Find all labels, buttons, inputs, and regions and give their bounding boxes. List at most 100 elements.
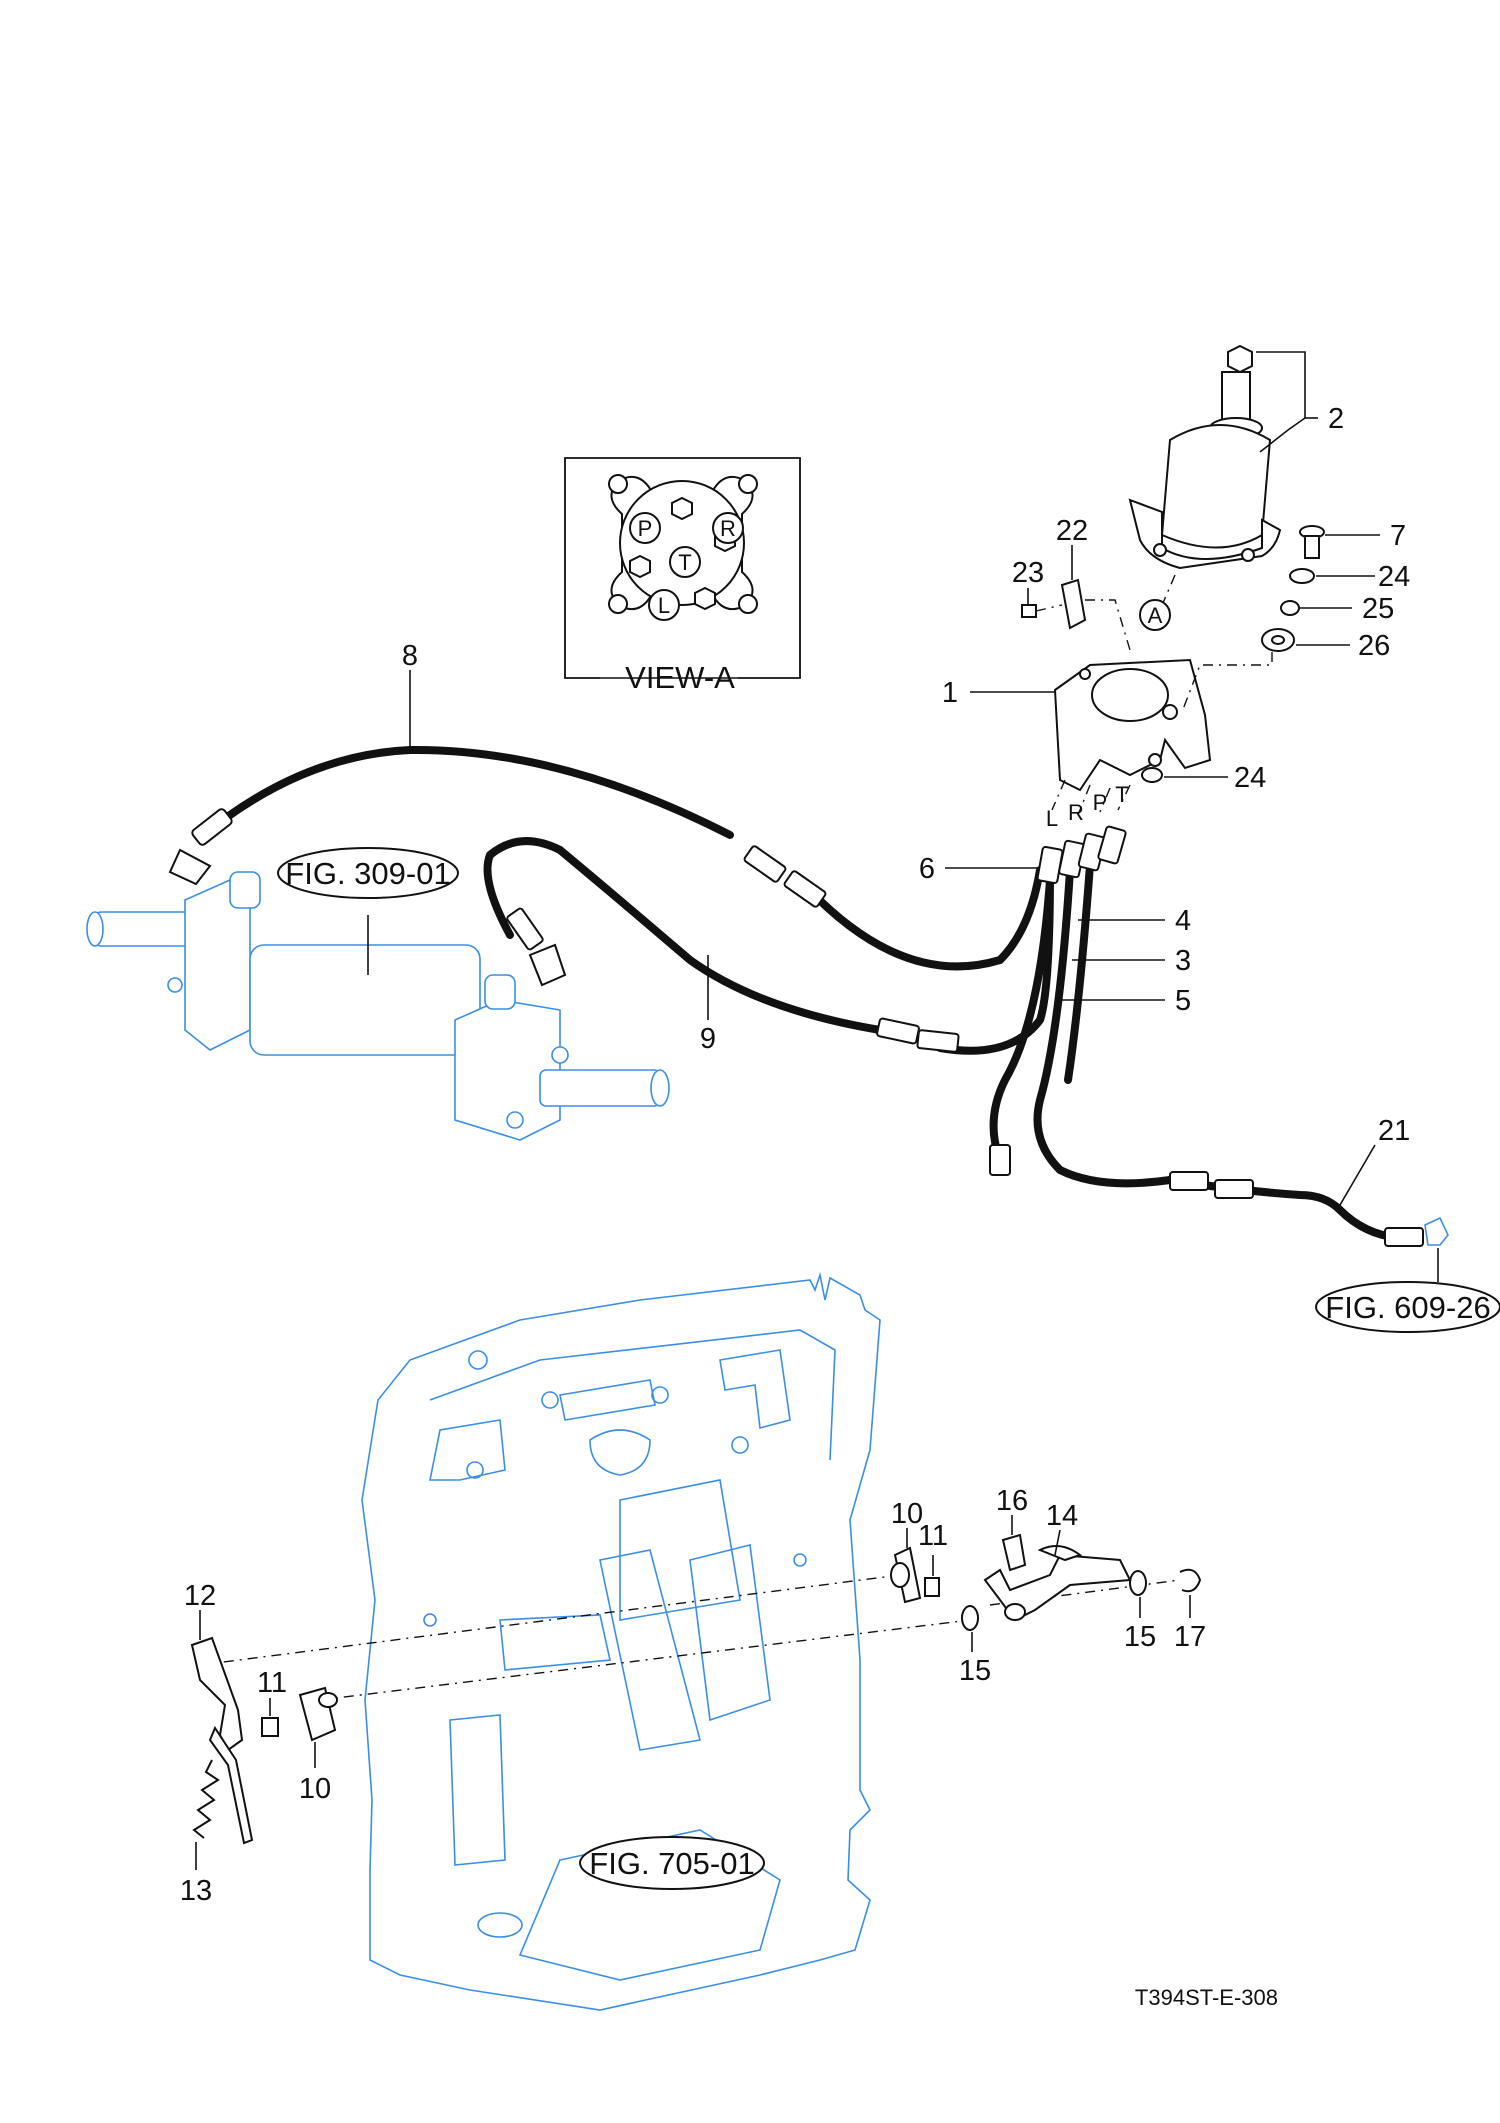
fig-ref-cylinder-oval[interactable] [277, 847, 459, 899]
callout-15-right: 15 [1124, 1621, 1156, 1653]
bracket-boss [318, 1692, 338, 1708]
frame-bolt [466, 1461, 484, 1479]
hex-bolt [671, 496, 693, 521]
fig-ref-return-line[interactable]: FIG. 609-26 [1325, 1290, 1490, 1325]
elbow-fitting [1424, 1216, 1449, 1246]
marker-a-circle [1139, 599, 1171, 631]
fitting [916, 1029, 960, 1053]
fig-ref-frame-oval[interactable] [579, 1836, 765, 1890]
callout-3: 3 [1175, 945, 1191, 977]
flange-hole [1153, 543, 1167, 557]
unit-port-p: P [1093, 790, 1108, 815]
dash-frame: FIG. 705-01 [361, 1271, 881, 2011]
hose-5-line [989, 876, 1054, 1164]
hose-8: 8 [168, 640, 1044, 971]
washer-24-top [1289, 568, 1315, 584]
fitting [783, 870, 827, 908]
flange-bolt-hole [738, 594, 758, 614]
fig-ref-return-oval[interactable] [1315, 1281, 1500, 1333]
callout-7: 7 [1390, 520, 1406, 552]
callout-5: 5 [1175, 985, 1191, 1017]
washer-15-left [961, 1605, 979, 1631]
frame-hole [589, 1429, 651, 1476]
steering-cylinder: FIG. 309-01 [86, 847, 670, 1141]
frame-bottom-hole [477, 1912, 523, 1938]
fitting [876, 1017, 920, 1045]
bolt-11-upper [924, 1577, 940, 1597]
callout-24-top: 24 [1378, 561, 1410, 593]
steering-unit-body [1160, 424, 1272, 549]
hose-9: 9 [483, 837, 1054, 1055]
port-l-label: L [658, 593, 670, 618]
cylinder-lug-left [229, 871, 261, 909]
fig-ref-frame[interactable]: FIG. 705-01 [589, 1846, 754, 1881]
washer-15-right [1129, 1570, 1147, 1596]
port-t-label: T [678, 550, 691, 575]
valve-body-circle [619, 480, 745, 606]
spring-13 [192, 1759, 220, 1839]
arm-hole [1004, 1603, 1026, 1621]
callout-10-upper: 10 [891, 1498, 923, 1530]
bracket-hole [1079, 668, 1091, 680]
fitting [1384, 1227, 1424, 1247]
screw-23 [1021, 604, 1037, 618]
fig-ref-cylinder[interactable]: FIG. 309-01 [285, 856, 450, 891]
pedal-plate-left [599, 1549, 701, 1751]
port-l-circle [648, 589, 680, 621]
drawing-code: T394ST-E-308 [1135, 1985, 1278, 2010]
flange-bolt-hole [738, 474, 758, 494]
hose-21: 21 FIG. 609-26 [1166, 1115, 1500, 1333]
cylinder-bolt [167, 977, 183, 993]
arm-14 [983, 1553, 1132, 1622]
hose-9-line-a [483, 837, 884, 1034]
port-p-circle [629, 512, 661, 544]
callout-25: 25 [1362, 593, 1394, 625]
flange-bolt-hole [608, 474, 628, 494]
hose-8-line-a [196, 745, 734, 842]
plate-22 [1060, 578, 1087, 630]
grommet-hole [1271, 635, 1285, 645]
lever-12-rod [208, 1725, 254, 1845]
callout-11-upper: 11 [918, 1520, 948, 1552]
cylinder-bolt [551, 1046, 569, 1064]
callout-8: 8 [402, 640, 418, 672]
frame-bolt [423, 1613, 437, 1627]
marker-a-label: A [1148, 603, 1163, 628]
fitting [1036, 845, 1064, 885]
pedal-plate-right [689, 1544, 771, 1722]
callout-17: 17 [1174, 1621, 1206, 1653]
rod-end-left [86, 911, 104, 947]
frame-tube [499, 1614, 611, 1671]
frame-bolt [651, 1386, 669, 1404]
frame-bolt [541, 1391, 559, 1409]
hose-8-line-b [796, 866, 1044, 971]
callout-6: 6 [919, 853, 935, 885]
frame-bolt [731, 1436, 749, 1454]
frame-slot [719, 1349, 791, 1430]
cylinder-rod-right [539, 1069, 661, 1107]
callout-12: 12 [184, 1580, 216, 1612]
hoses-3-4-5: 6 4 3 5 [919, 825, 1191, 1188]
unit-port-t: T [1115, 782, 1128, 807]
unit-port-l: L [1046, 806, 1058, 831]
callout-14: 14 [1046, 1500, 1078, 1532]
hex-bolt [694, 586, 716, 611]
elbow-fitting [168, 848, 212, 886]
callout-4: 4 [1175, 905, 1191, 937]
unit-port-r: R [1068, 800, 1084, 825]
frame-slot [429, 1419, 506, 1481]
flange-bolt-hole [608, 594, 628, 614]
fitting [506, 907, 544, 951]
port-r-label: R [720, 516, 736, 541]
steering-bracket: 1 [942, 658, 1212, 792]
nipple-16 [1001, 1533, 1027, 1572]
frame-top-edge [429, 1329, 836, 1461]
callout-11-lower: 11 [257, 1667, 287, 1699]
callout-26: 26 [1358, 630, 1390, 662]
pedal-linkage: 12 13 11 10 10 11 15 15 14 [180, 1485, 1206, 1907]
fitting [1214, 1179, 1254, 1199]
fitting [1097, 825, 1127, 865]
flange-hole [1241, 548, 1255, 562]
hex-bolt [629, 554, 651, 579]
cylinder-lug-right [484, 974, 516, 1010]
